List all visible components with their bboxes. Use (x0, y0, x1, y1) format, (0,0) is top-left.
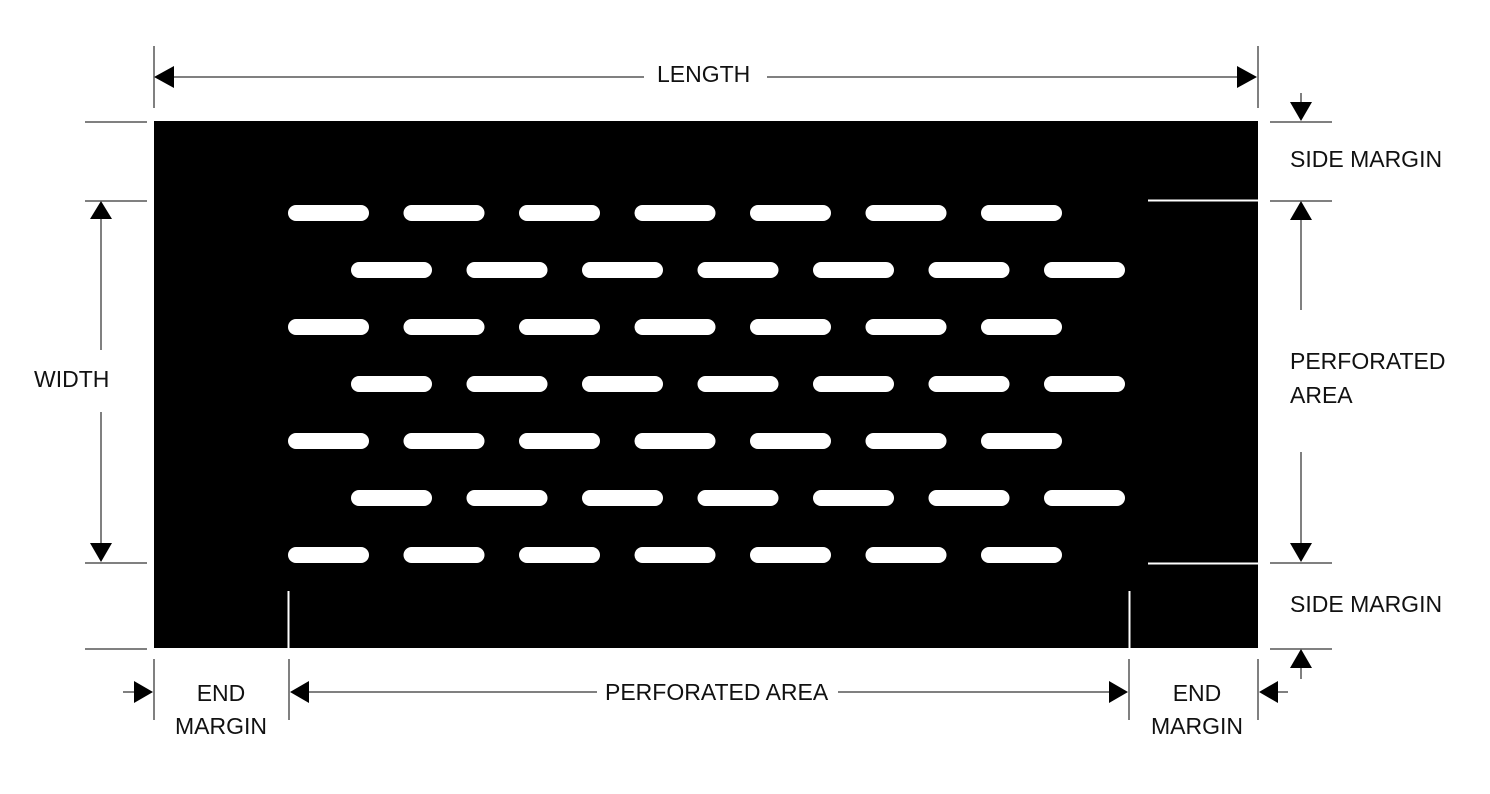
perforated-area-bottom-label: PERFORATED AREA (605, 676, 829, 709)
slot-perforation (519, 433, 600, 449)
slot-perforation (865, 433, 947, 449)
slot-perforation (519, 205, 600, 221)
dimension-lines (85, 46, 1332, 720)
slot-perforation (466, 262, 548, 278)
slot-perforation (288, 205, 369, 221)
slot-perforation (750, 433, 831, 449)
slot-perforation (582, 376, 663, 392)
slot-perforation (981, 205, 1062, 221)
slot-grid (288, 205, 1125, 563)
slot-perforation (813, 376, 894, 392)
slot-perforation (582, 490, 663, 506)
slot-perforation (1044, 376, 1125, 392)
width-label: WIDTH (34, 363, 110, 396)
slot-perforation (634, 433, 716, 449)
slot-perforation (697, 490, 779, 506)
slot-perforation (981, 319, 1062, 335)
slot-perforation (519, 319, 600, 335)
slot-perforation (403, 205, 485, 221)
slot-perforation (403, 319, 485, 335)
arrow-right-icon (1109, 681, 1128, 703)
slot-perforation (351, 490, 432, 506)
slot-perforation (403, 547, 485, 563)
slot-perforation (750, 205, 831, 221)
side-margin-bottom-label: SIDE MARGIN (1290, 591, 1443, 617)
slot-perforation (351, 376, 432, 392)
slot-perforation (928, 490, 1010, 506)
slot-perforation (928, 376, 1010, 392)
length-label: LENGTH (657, 58, 751, 91)
slot-perforation (519, 547, 600, 563)
slot-perforation (1044, 490, 1125, 506)
slot-perforation (634, 547, 716, 563)
slot-perforation (750, 319, 831, 335)
slot-perforation (865, 205, 947, 221)
slot-perforation (813, 490, 894, 506)
slot-perforation (288, 319, 369, 335)
end-margin-right-label-line1: END (1172, 680, 1222, 706)
end-margin-right-label-line2: MARGIN (1151, 713, 1243, 739)
slot-perforation (981, 547, 1062, 563)
arrow-left-icon (290, 681, 309, 703)
side-margin-top-label: SIDE MARGIN (1290, 146, 1443, 172)
arrow-down-icon (1290, 543, 1312, 562)
arrow-right-icon (134, 681, 153, 703)
arrow-left-icon (1259, 681, 1278, 703)
slot-perforation (813, 262, 894, 278)
slot-perforation (697, 376, 779, 392)
arrow-down-icon (1290, 102, 1312, 121)
slot-perforation (865, 547, 947, 563)
slot-perforation (750, 547, 831, 563)
arrow-up-icon (1290, 201, 1312, 220)
slot-perforation (981, 433, 1062, 449)
slot-perforation (928, 262, 1010, 278)
arrow-left-icon (154, 66, 174, 88)
arrowheads (90, 66, 1312, 703)
slot-perforation (403, 433, 485, 449)
arrow-up-icon (90, 201, 112, 219)
slot-perforation (865, 319, 947, 335)
slot-perforation (582, 262, 663, 278)
slot-perforation (697, 262, 779, 278)
slot-perforation (1044, 262, 1125, 278)
end-margin-left-label-line2: MARGIN (175, 713, 267, 739)
slot-perforation (466, 490, 548, 506)
slot-perforation (634, 319, 716, 335)
slot-perforation (351, 262, 432, 278)
slot-perforation (288, 547, 369, 563)
perforated-area-side-label-line2: AREA (1290, 382, 1353, 408)
slot-perforation (288, 433, 369, 449)
end-margin-left-label-line1: END (196, 680, 246, 706)
arrow-down-icon (90, 543, 112, 562)
perforated-area-side-label-line1: PERFORATED (1290, 348, 1446, 374)
slot-perforation (466, 376, 548, 392)
slot-perforation (634, 205, 716, 221)
arrow-right-icon (1237, 66, 1257, 88)
arrow-up-icon (1290, 649, 1312, 668)
